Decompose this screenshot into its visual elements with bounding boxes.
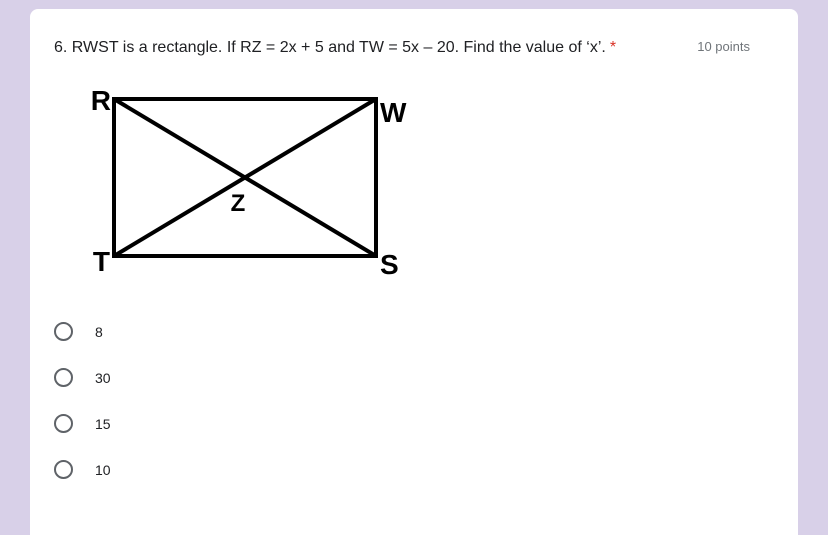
answer-options: 8 30 15 10 (54, 322, 774, 479)
answer-option-3[interactable]: 15 (54, 414, 774, 433)
option-label: 30 (95, 369, 111, 386)
option-label: 10 (95, 461, 111, 478)
radio-button-icon[interactable] (54, 460, 73, 479)
option-label: 8 (95, 323, 103, 340)
points-label: 10 points (697, 39, 750, 54)
option-label: 15 (95, 415, 111, 432)
required-asterisk: * (609, 39, 617, 56)
radio-button-icon[interactable] (54, 414, 73, 433)
radio-button-icon[interactable] (54, 368, 73, 387)
diagonal-tw (112, 97, 378, 258)
question-text-main: 6. RWST is a rectangle. If RZ = 2x + 5 a… (54, 39, 606, 56)
answer-option-4[interactable]: 10 (54, 460, 774, 479)
question-header: 6. RWST is a rectangle. If RZ = 2x + 5 a… (54, 36, 774, 60)
question-text: 6. RWST is a rectangle. If RZ = 2x + 5 a… (54, 36, 696, 60)
geometry-diagram: R W T S Z (68, 80, 774, 292)
rectangle-shape (112, 97, 378, 258)
answer-option-2[interactable]: 30 (54, 368, 774, 387)
rectangle-diagram-svg: R W T S Z (91, 85, 407, 280)
question-card: 6. RWST is a rectangle. If RZ = 2x + 5 a… (30, 9, 798, 535)
vertex-label-s: S (380, 249, 399, 280)
answer-option-1[interactable]: 8 (54, 322, 774, 341)
center-label-z: Z (231, 190, 246, 217)
vertex-label-w: W (380, 97, 407, 128)
vertex-label-t: T (93, 246, 110, 277)
vertex-label-r: R (91, 85, 111, 116)
radio-button-icon[interactable] (54, 322, 73, 341)
